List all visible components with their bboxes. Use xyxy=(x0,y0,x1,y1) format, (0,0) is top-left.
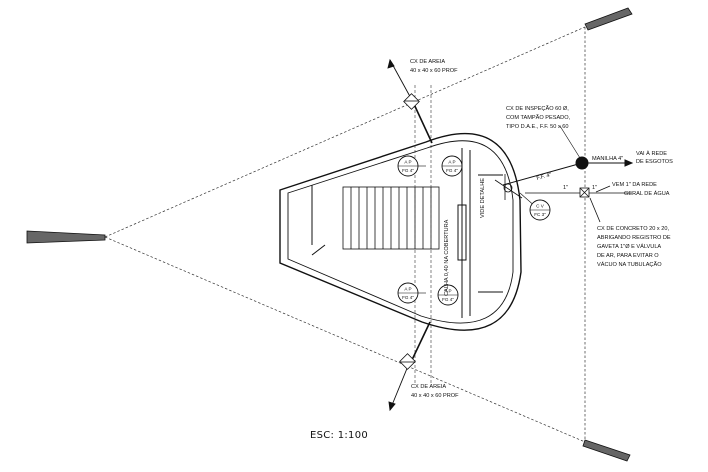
cx-inspecao-line1: CX DE INSPEÇÃO 60 Ø, xyxy=(506,105,569,112)
mast-anchor-left xyxy=(26,230,106,244)
ap-marker-2-bottom: FG 4" xyxy=(446,168,458,173)
cx-areia-bottom-line1: CX DE AREIA xyxy=(411,384,446,390)
cx-concreto-line2: ABRIGANDO REGISTRO DE xyxy=(597,235,671,241)
overflow-arrows xyxy=(387,58,414,412)
ap-marker-3: A P FG 4" xyxy=(397,282,419,304)
cv-marker-bottom: FC 3" xyxy=(534,212,546,217)
sewer-line xyxy=(502,159,634,186)
cx-concreto-line5: VÁCUO NA TUBULAÇÃO xyxy=(597,261,662,268)
cx-areia-top-line2: 40 x 40 x 60 PROF xyxy=(410,68,458,74)
cx-areia-top-line1: CX DE AREIA xyxy=(410,59,445,65)
interior-walls xyxy=(311,148,503,318)
pipe-1in-label-a: 1" xyxy=(563,185,568,191)
ap-marker-3-top: A P xyxy=(404,287,411,292)
pipe-1in-label-b: 1" xyxy=(592,185,597,191)
vai-rede-line2: DE ESGOTOS xyxy=(636,159,673,165)
mast-anchor-bottom xyxy=(582,439,631,462)
seating-block xyxy=(342,186,440,250)
ap-marker-4-bottom: FG 4" xyxy=(442,297,454,302)
cx-inspecao-line2: COM TAMPÃO PESADO, xyxy=(506,114,571,121)
guy-wire-lines xyxy=(104,26,586,443)
ap-marker-1-top: A P xyxy=(404,160,411,165)
cx-inspecao-line3: TIPO D.A.E., F.F. 50 x 60 xyxy=(506,124,568,130)
ap-marker-1: A P FG 4" xyxy=(397,155,419,177)
valve-detail xyxy=(494,174,523,200)
mast-anchor-top xyxy=(584,7,633,31)
water-line xyxy=(525,185,632,223)
cx-concreto-line4: DE AR, PARA EVITAR O xyxy=(597,253,659,259)
manilha-label: MANILHA 4" xyxy=(592,156,623,162)
ap-marker-2: A P FG 4" xyxy=(441,155,463,177)
sand-box-top xyxy=(403,93,420,110)
calha-label: CALHA 0,40 NA COBERTURA xyxy=(444,219,450,296)
vem-agua-line2: GERAL DE ÁGUA xyxy=(624,190,670,197)
cv-marker-top: C V xyxy=(536,204,545,209)
cv-marker: C V FC 3" xyxy=(529,199,551,221)
ap-marker-2-top: A P xyxy=(448,160,455,165)
cx-concreto-line3: GAVETA 1"Ø E VÁLVULA xyxy=(597,243,661,250)
scale-label: ESC: 1:100 xyxy=(310,430,368,441)
inspection-box xyxy=(575,156,589,170)
inspection-leader xyxy=(559,125,581,159)
gutter-lines xyxy=(414,85,432,385)
ap-marker-3-bottom: FG 4" xyxy=(402,295,414,300)
ap-leaders xyxy=(418,165,538,294)
cx-concreto-line1: CX DE CONCRETO 20 x 20, xyxy=(597,226,669,232)
vide-detalhe-label: VIDE DETALHE xyxy=(480,178,486,218)
ap-marker-1-bottom: FG 4" xyxy=(402,168,414,173)
drain-pipes xyxy=(410,101,433,363)
vem-agua-line1: VEM 1" DA REDE xyxy=(612,182,657,188)
ap-marker-4-top: A P xyxy=(444,289,451,294)
vai-rede-line1: VAI À REDE xyxy=(636,150,667,157)
ap-marker-4: A P FG 4" xyxy=(437,284,459,306)
ff-pipe-label: F.F. 4" xyxy=(536,172,552,182)
sand-box-bottom xyxy=(399,353,416,370)
building-outline xyxy=(279,133,522,331)
cx-areia-bottom-line2: 40 x 40 x 60 PROF xyxy=(411,393,459,399)
